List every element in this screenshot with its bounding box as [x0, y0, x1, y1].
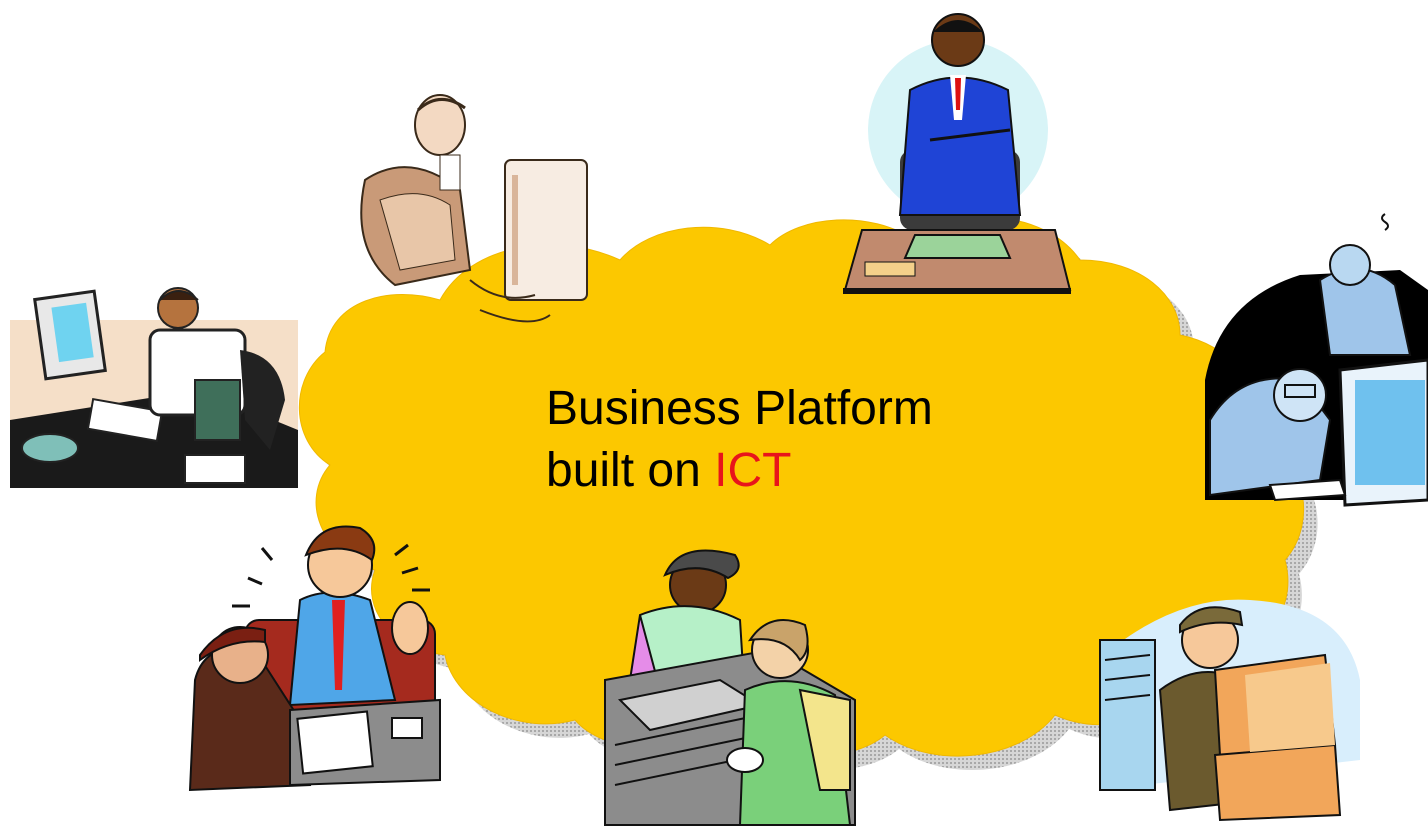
executive-at-desk-clipart — [843, 13, 1072, 294]
man-at-computer-clipart — [360, 94, 588, 323]
salesman-customer-clipart — [188, 525, 441, 792]
tired-workers-clipart — [1205, 213, 1428, 507]
ict-highlight: ICT — [714, 444, 792, 497]
slide-title: Business Platform built on ICT — [546, 378, 933, 502]
title-line-1: Business Platform — [546, 382, 933, 435]
title-line-2-prefix: built on — [546, 444, 715, 497]
delivery-man-clipart — [1099, 599, 1360, 822]
factory-workers-clipart — [604, 549, 856, 826]
title-line-2: built on ICT — [546, 440, 933, 502]
stressed-office-worker-clipart — [10, 287, 298, 488]
